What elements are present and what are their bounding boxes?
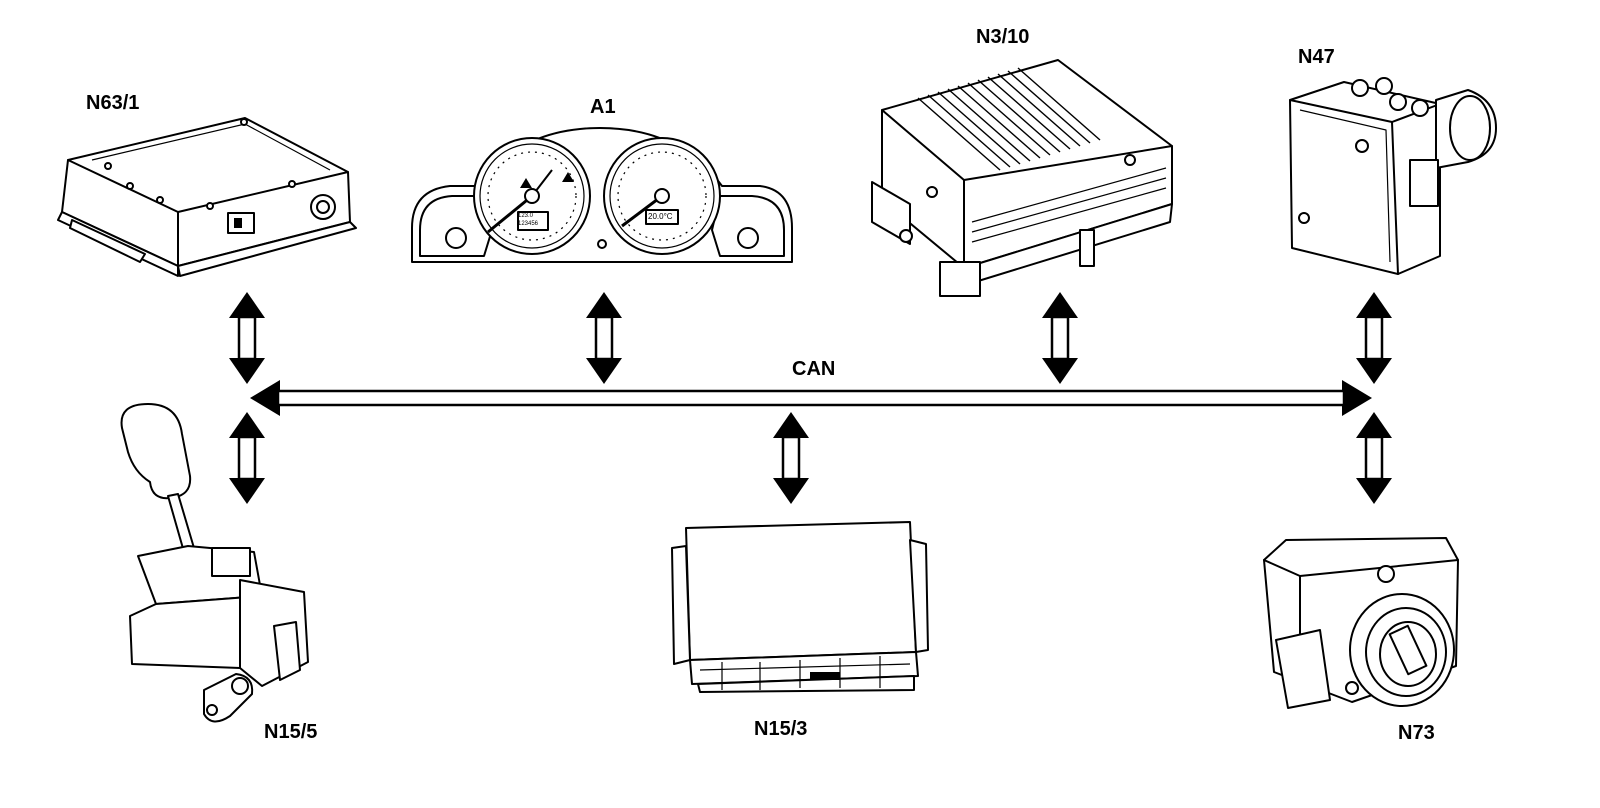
- arrow-n15-5: [227, 410, 267, 506]
- n63-1-control-unit-illustration: [57, 117, 357, 277]
- arrow-n3-10: [1040, 290, 1080, 386]
- n3-10-label: N3/10: [976, 26, 1030, 48]
- n15-3-control-unit-illustration: [671, 521, 929, 693]
- can-bus-line: [250, 380, 1372, 416]
- arrow-n47: [1354, 290, 1394, 386]
- temperature-readout: 20.0°C: [648, 212, 673, 221]
- n15-5-gear-selector-illustration: [120, 403, 309, 723]
- arrow-a1: [584, 290, 624, 386]
- n63-1-label: N63/1: [86, 92, 140, 114]
- n73-label: N73: [1398, 722, 1435, 744]
- n47-hydraulic-unit-illustration: [1289, 77, 1497, 275]
- n73-ignition-switch-illustration: [1263, 537, 1459, 709]
- arrow-n73: [1354, 410, 1394, 506]
- n15-5-label: N15/5: [264, 721, 318, 743]
- can-bus-label: CAN: [792, 358, 836, 380]
- a1-label: A1: [590, 96, 616, 118]
- n47-label: N47: [1298, 46, 1335, 68]
- n3-10-engine-control-unit-illustration: [871, 59, 1173, 297]
- arrow-n15-3: [771, 410, 811, 506]
- odometer-readout: 123.0 123456: [518, 213, 539, 227]
- arrow-n63-1: [227, 290, 267, 386]
- n15-3-label: N15/3: [754, 718, 808, 740]
- a1-instrument-cluster-illustration: [411, 127, 793, 263]
